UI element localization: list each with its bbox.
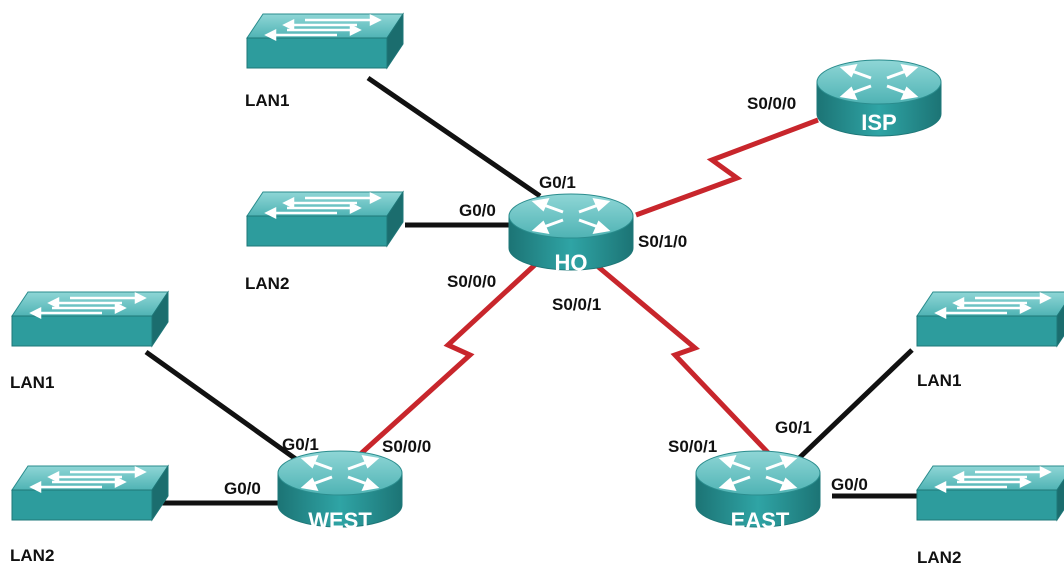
switch-icon[interactable] [245,12,405,70]
link-west-lan1 [144,349,302,465]
router-name-isp: ISP [861,110,896,135]
switch-icon[interactable] [915,290,1064,348]
switch-icon[interactable] [245,190,405,248]
switch-icon[interactable] [915,464,1064,522]
serial-links [343,117,819,470]
interface-label: G0/1 [539,173,576,192]
link-hq-lan1 [366,75,542,199]
switch-icon[interactable] [10,464,170,522]
lan-label-west-lan2: LAN2 [10,546,54,565]
interface-label: G0/1 [775,418,812,437]
interface-label: S0/0/1 [552,295,601,314]
interface-label: G0/0 [831,475,868,494]
interface-label: G0/0 [224,479,261,498]
link-hq-west [343,260,540,470]
link-hq-east [594,263,777,462]
router-name-hq: HQ [555,250,588,275]
interface-label: G0/1 [282,435,319,454]
router-name-west: WEST [308,508,372,533]
link-east-lan1 [793,348,914,464]
lan-label-west-lan1: LAN1 [10,373,54,392]
link-hq-isp [635,117,819,218]
switch-icon[interactable] [10,290,170,348]
interface-label: S0/0/0 [447,272,496,291]
interface-label: S0/0/0 [747,94,796,113]
router-name-east: EAST [731,508,790,533]
interface-label: G0/0 [459,201,496,220]
interface-label: S0/0/1 [668,437,717,456]
lan-label-hq-lan2: LAN2 [245,274,289,293]
lan-label-east-lan1: LAN1 [917,371,961,390]
interface-label: S0/0/0 [382,437,431,456]
ethernet-links [144,75,918,506]
lan-label-hq-lan1: LAN1 [245,91,289,110]
interface-label: S0/1/0 [638,232,687,251]
lan-label-east-lan2: LAN2 [917,548,961,567]
